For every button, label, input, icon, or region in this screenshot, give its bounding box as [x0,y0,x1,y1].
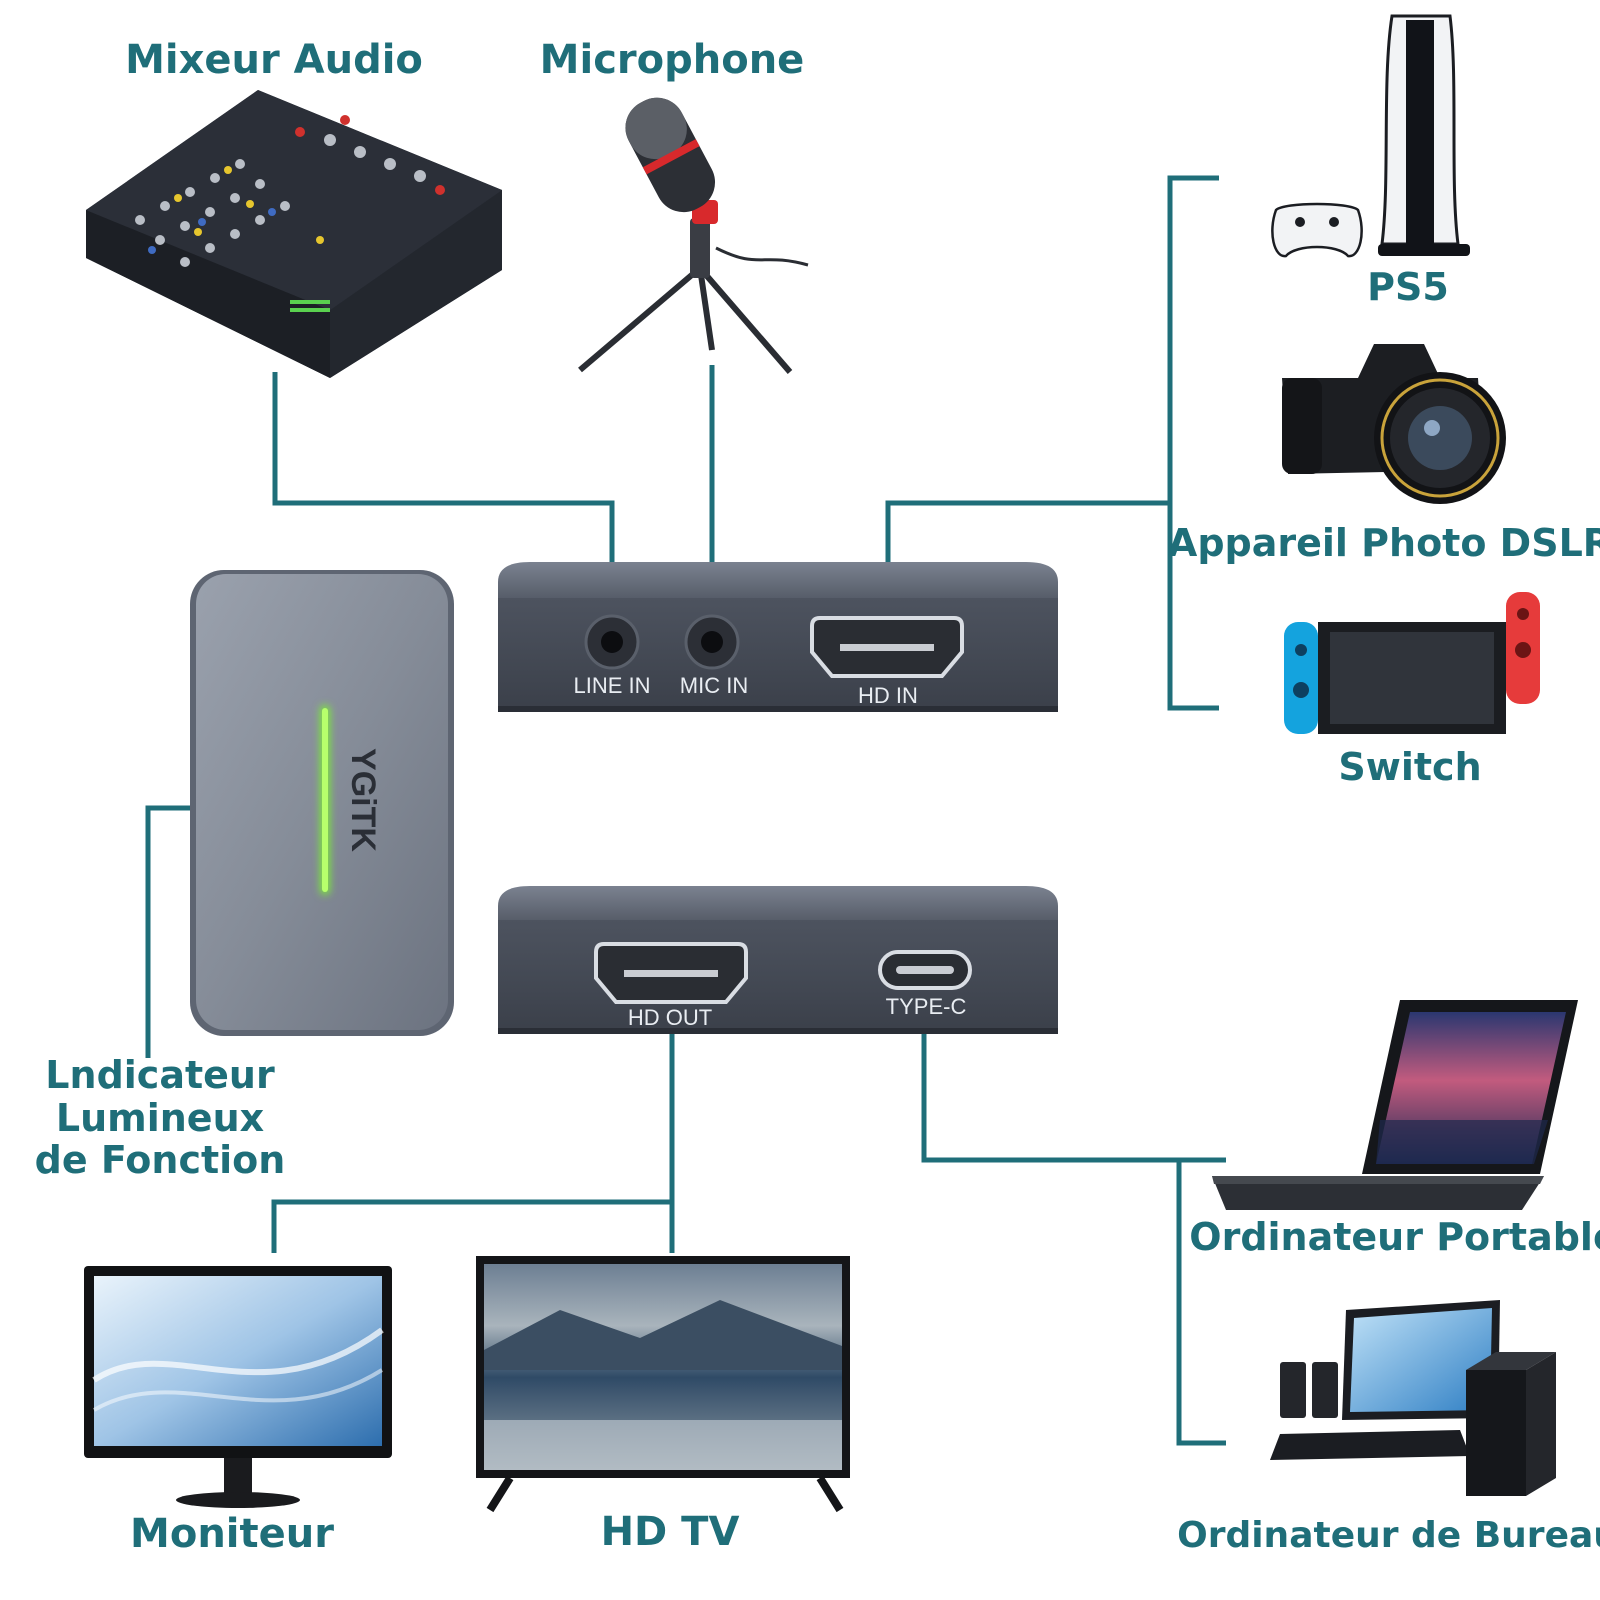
hdmi-out-port [594,942,748,1004]
nintendo-switch-icon [1284,592,1540,734]
status-led-icon [322,708,328,892]
capture-device-input-side: LINE IN MIC IN HD IN [498,562,1058,712]
capture-device-output-side: HD OUT TYPE-C [498,886,1058,1034]
capture-device-top-view: YGiTK [190,570,454,1036]
bracket-computers [1176,1160,1226,1446]
bracket-video-sources [1167,175,1219,711]
mixer-label: Mixeur Audio [125,37,423,83]
line-in-label: LINE IN [573,673,650,698]
indicator-label-line-1: Lndicateur [45,1053,275,1097]
microphone-label: Microphone [539,37,805,83]
laptop-label: Ordinateur Portable [1189,1215,1600,1259]
hd-out-label: HD OUT [628,1005,712,1030]
monitor-icon [84,1266,392,1508]
indicator-label-line-2: Lumineux [55,1095,265,1140]
line-displays-bar [271,1199,672,1253]
type-c-port [878,950,972,990]
indicator-label-line-3: de Fonction [34,1138,286,1183]
dslr-label: Appareil Photo DSLR [1167,521,1600,565]
ps5-console-icon [1271,14,1470,258]
switch-label: Switch [1338,745,1482,789]
hdtv-label: HD TV [600,1509,740,1555]
type-c-label: TYPE-C [886,994,967,1019]
desktop-label: Ordinateur de Bureau [1177,1515,1600,1556]
microphone-icon [578,97,809,374]
hdmi-in-port [810,616,964,678]
mic-in-port [684,614,740,670]
indicator-label: Lndicateur Lumineux de Fonction [35,1054,286,1182]
line-in-port [584,614,640,670]
mic-in-label: MIC IN [680,673,748,698]
hd-in-label: HD IN [858,683,918,708]
brand-logo: YGiTK [344,748,382,852]
desktop-computer-icon [1270,1300,1556,1496]
monitor-label: Moniteur [130,1511,334,1557]
dslr-camera-icon [1282,344,1506,504]
audio-mixer-icon [86,90,502,378]
ps5-label: PS5 [1367,265,1449,309]
laptop-icon [1212,1000,1578,1210]
tv-icon [476,1256,850,1513]
